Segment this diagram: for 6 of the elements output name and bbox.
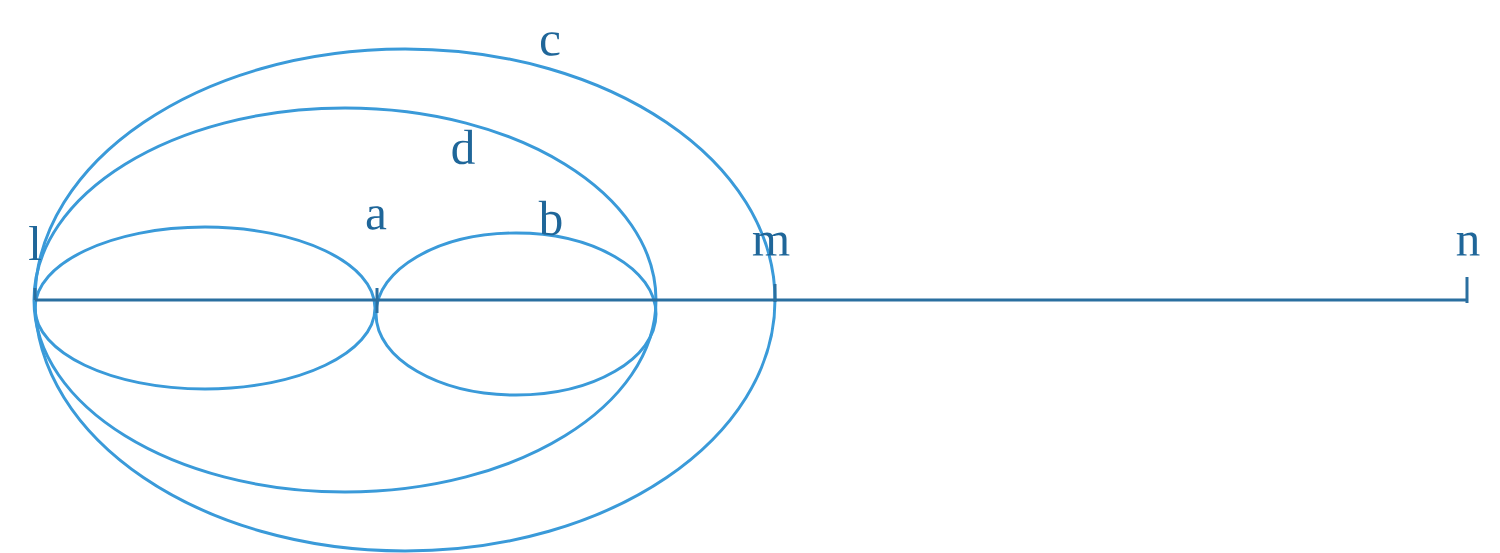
point-label: b: [538, 200, 562, 236]
point-label: n: [1456, 232, 1480, 256]
point-label: l: [29, 225, 41, 261]
point-label: c: [540, 32, 560, 56]
point-label: a: [366, 206, 387, 230]
point-label: d: [452, 129, 475, 165]
